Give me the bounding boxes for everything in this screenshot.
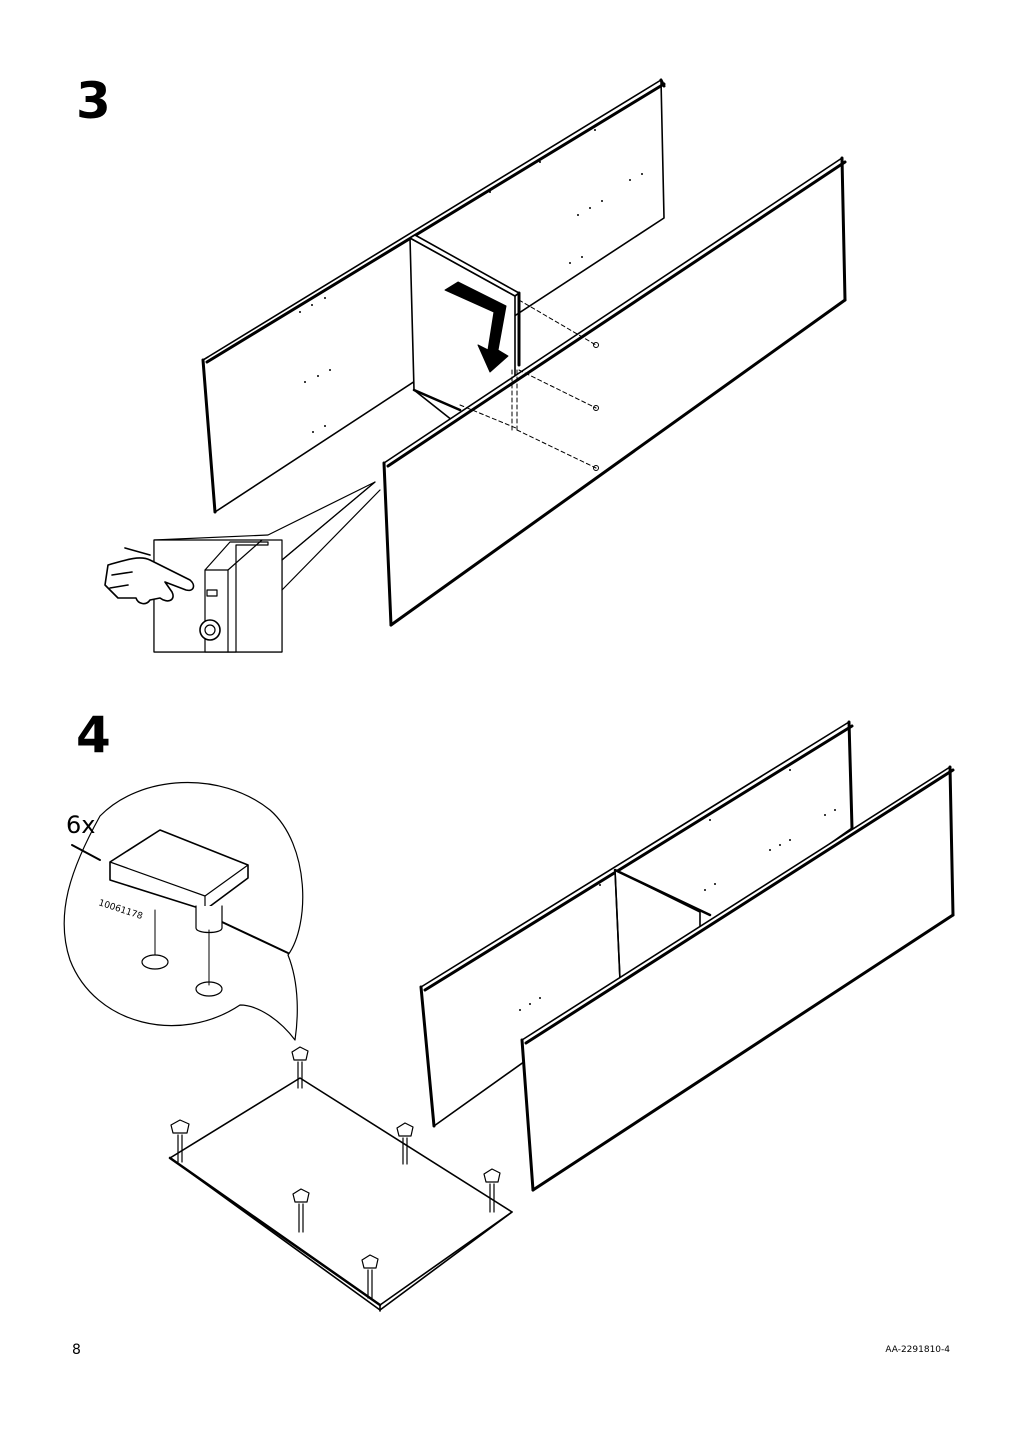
insert-arrow [444,281,509,373]
hand-icon [104,547,195,605]
bottom-board [168,1077,513,1312]
front-panel [382,156,847,627]
quantity-label: 6x [66,811,95,839]
fitting-guides [459,299,597,469]
step-3-illustration [104,78,847,653]
page-number: 8 [72,1342,81,1358]
step-4-illustration [63,720,955,1312]
leg-callout [63,781,304,1041]
document-id: AA-2291810-4 [885,1345,950,1355]
carcass-front-panel [520,765,955,1192]
step-3-number: 3 [76,72,111,130]
step-4-number: 4 [76,706,111,764]
detail-callout [153,481,381,653]
legs [170,1046,501,1299]
